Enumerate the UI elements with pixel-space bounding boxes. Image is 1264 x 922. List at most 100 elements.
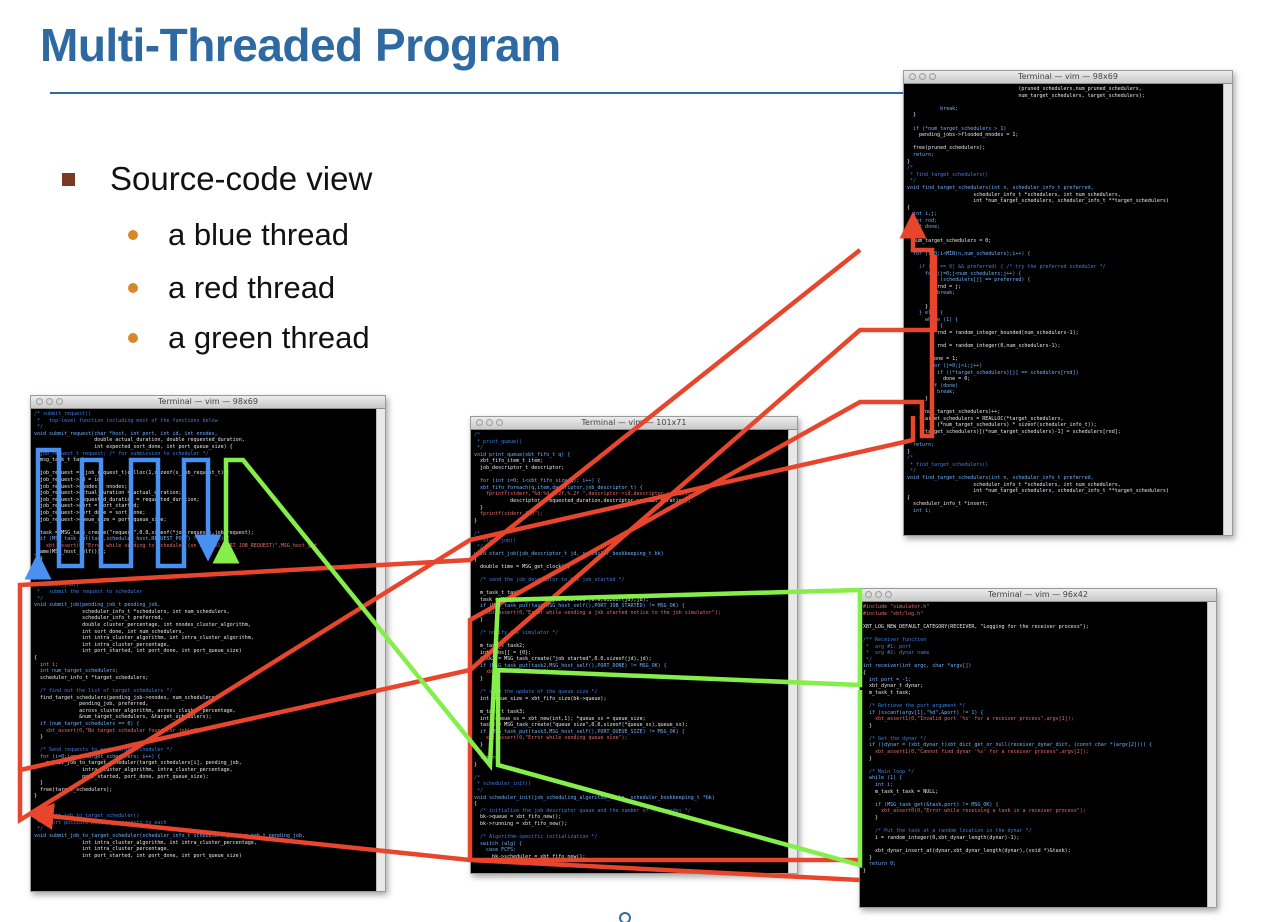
code-line: double time = MSG_get_clock(); [474, 563, 571, 570]
terminal-scrollbar[interactable] [1223, 84, 1232, 535]
code-line: switch (alg) { [474, 840, 523, 847]
terminal-title-bar[interactable]: Terminal — vim — 96x42 [860, 589, 1216, 602]
code-line: void scheduler_init(job_scheduling_algor… [474, 794, 715, 801]
code-line: } [863, 854, 873, 861]
code-line: int i; [863, 782, 894, 789]
code-line: { [474, 801, 478, 808]
sub-bullet-red-thread: a red thread [128, 270, 335, 306]
code-line: *target_schedulers = REALLOC(*target_sch… [907, 415, 1064, 422]
code-line: bk->queue = xbt_fifo_new(); [474, 814, 562, 821]
code-line: i = random_integer(0,xbt_dynar_length(dy… [863, 834, 1020, 841]
terminal-scrollbar[interactable] [376, 409, 385, 891]
code-line: return 0; [863, 861, 897, 868]
terminal-title-bar[interactable]: Terminal — vim — 101x71 [471, 417, 797, 430]
code-line: } [907, 158, 911, 165]
window-buttons-icon[interactable] [909, 73, 936, 80]
code-line: return; [474, 755, 502, 762]
code-line: #include "simulator.h" [863, 604, 930, 610]
terminal-window-bottom-right[interactable]: Terminal — vim — 96x42 #include "simulat… [859, 588, 1217, 908]
terminal-window-left[interactable]: Terminal — vim — 98x69 /* submit_request… [30, 395, 386, 892]
code-line: task2 = MSG_task_create("job started",0.… [474, 656, 652, 663]
terminal-title-bar[interactable]: Terminal — vim — 98x69 [904, 71, 1232, 84]
code-line: break; [907, 290, 956, 297]
code-line: task3 = MSG_task_create("queue size",0.0… [474, 722, 688, 729]
code-line: * top-level function including most of t… [34, 417, 218, 424]
code-line: int queue_size = xbt_fifo_size(bk->queue… [474, 695, 607, 702]
code-line: * arg #1: port [863, 643, 912, 650]
code-line: { [907, 494, 911, 501]
code-line: if (MSG_task_put(task,MSG_host_self(),PO… [474, 603, 685, 610]
circle-bullet-icon [128, 283, 138, 293]
code-line: intra_cluster_algorithm, intra_cluster_p… [34, 767, 233, 774]
code-line: xbt_assert(0,"Error while sending a job … [474, 610, 721, 617]
bullet-source-code-view: Source-code view [62, 160, 372, 198]
code-line [907, 139, 1222, 146]
code-line: scheduler_info_t *target_schedulers; [34, 674, 149, 681]
code-line: int expected_sort_done, int port_queue_s… [34, 443, 233, 450]
code-view: /* * print_queue() */void print_queue(xb… [474, 432, 787, 873]
code-line: { [474, 557, 478, 564]
code-line: bk->scheduler = xbt_fifo_new(); [474, 854, 586, 860]
code-line: m_task_t task3; [474, 708, 526, 715]
terminal-title: Terminal — vim — 98x69 [158, 397, 258, 406]
code-line: if (MSG_task_put(task3,MSG_host_self(),P… [474, 728, 685, 735]
code-line: &num_target_schedulers, &target_schedule… [34, 714, 212, 721]
code-line: * scheduler_init() [474, 781, 532, 788]
code-line: task = MSG_task_create("job started",0.0… [474, 596, 649, 603]
code-line: /* Retrieve the port argument */ [863, 702, 966, 709]
code-line: } [474, 741, 484, 748]
code-line: if (MSG_task_get(&task,port) != MSG_OK) … [863, 801, 999, 808]
code-line: xbt_assert(0,"Error while sending to sch… [34, 542, 317, 549]
code-line [907, 244, 1222, 251]
code-line: xbt_assert(0,"Error"); [474, 669, 553, 676]
code-line: case FCFS: [474, 847, 517, 854]
code-line: * find_target_schedulers() [907, 461, 989, 468]
code-line: /* Get the dynar */ [863, 735, 927, 742]
code-line: if (num_target_schedulers == 0) { [34, 720, 140, 727]
terminal-scrollbar[interactable] [788, 430, 797, 873]
code-line: /** Receiver function [863, 636, 927, 643]
terminal-title-bar[interactable]: Terminal — vim — 98x69 [31, 396, 385, 409]
code-line: _name(MSG_host_self())); [34, 549, 107, 556]
code-line: */ [34, 826, 44, 833]
code-line: * start_job() [474, 537, 517, 544]
code-line: m_task_t task2; [474, 643, 526, 649]
code-line [34, 741, 375, 748]
code-line: double cluster_percentage, int nnodes_cl… [34, 622, 251, 628]
code-line: */ [863, 656, 873, 663]
code-line: int i,j; [907, 211, 938, 218]
code-line: * submit_job_to_target_scheduler() [34, 813, 140, 820]
code-line: /* find out the list of target scheduler… [34, 687, 173, 694]
terminal-window-middle[interactable]: Terminal — vim — 101x71 /* * print_queue… [470, 416, 798, 874]
code-line: int *num_target_schedulers, scheduler_in… [907, 488, 1169, 495]
code-line: /* [474, 774, 481, 781]
terminal-scrollbar[interactable] [1207, 602, 1216, 907]
code-line: if (MSG_task_put(task,scheduler_host,REQ… [34, 536, 230, 543]
bullet-label: Source-code view [110, 160, 373, 197]
code-line [34, 569, 375, 576]
terminal-window-top-right[interactable]: Terminal — vim — 98x69 (pruned_scheduler… [903, 70, 1233, 536]
code-line: /* [474, 432, 481, 438]
code-line [34, 464, 375, 471]
code-line [474, 623, 787, 630]
code-line: } [474, 504, 484, 511]
code-line [474, 584, 787, 591]
code-line: job_request->nnodes = nnodes; [34, 483, 128, 490]
sub-bullet-blue-thread: a blue thread [128, 217, 349, 253]
code-line [863, 795, 1206, 802]
code-line: { [863, 669, 867, 676]
code-line: job_descriptor_t descriptor; [474, 464, 565, 471]
code-line: /* [474, 530, 481, 537]
code-line: xbt_fifo_item_t item; [474, 458, 544, 465]
code-line: find_target_schedulers(pending_job->nnod… [34, 694, 218, 701]
code-line: (*num_target_schedulers)++; [907, 409, 1001, 416]
code-line: if (MSG_task_put(task2,MSG_host_self(),P… [474, 662, 667, 669]
code-line: */ [474, 445, 484, 452]
sub-bullet-label: a blue thread [168, 217, 349, 252]
code-line: xbt_assert1(0,"Cannot find dynar '%s' fo… [863, 749, 1089, 756]
code-line: * submit_job() [34, 582, 80, 589]
code-line: */ [34, 595, 44, 602]
code-line: m_task_t task = NULL; [863, 788, 939, 795]
page-indicator [619, 912, 635, 922]
code-line: /* Send requests to each target schedule… [34, 747, 173, 754]
